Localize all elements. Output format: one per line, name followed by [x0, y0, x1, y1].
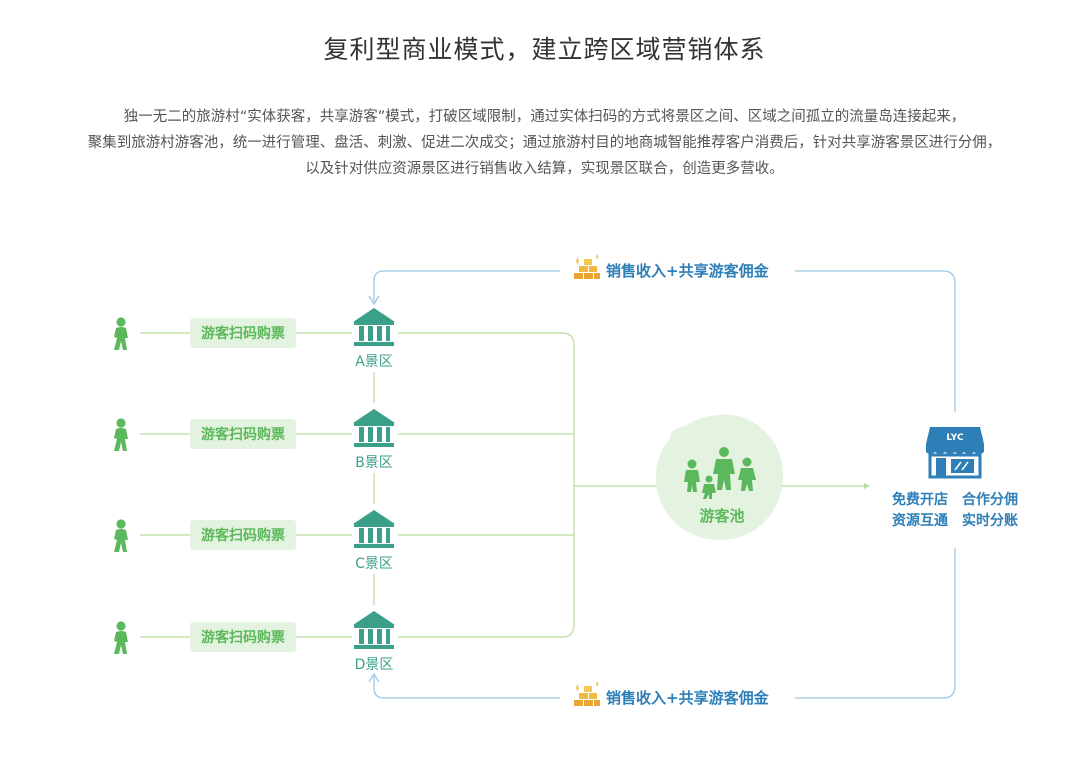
scan-ticket-badge: [190, 622, 296, 652]
person-walking-icon: [114, 418, 128, 451]
building-icon: [353, 409, 395, 447]
commission-label: 销售收入+共享游客佣金: [606, 689, 770, 707]
building-icon: [353, 308, 395, 346]
commission-arrow-bottom: [368, 672, 380, 683]
row-d: 游客扫码购票 D景区: [114, 611, 395, 673]
commission-bottom: 销售收入+共享游客佣金: [574, 681, 770, 707]
description-line: 以及针对供应资源景区进行销售收入结算，实现景区联合，创造更多营收。: [305, 161, 784, 177]
tourist-pool: 游客池: [656, 414, 784, 541]
building-icon: [353, 611, 395, 649]
page-title: 复利型商业模式，建立跨区域营销体系: [323, 35, 766, 64]
store-feature: 资源互通: [892, 512, 948, 529]
commission-flow-bottom-left: [373, 676, 560, 699]
scan-ticket-label: 游客扫码购票: [201, 426, 285, 443]
store-feature: 合作分佣: [962, 491, 1018, 508]
to-store-arrow: [864, 483, 870, 489]
scan-ticket-badge: [190, 419, 296, 449]
person-walking-icon: [114, 317, 128, 350]
row-a: 游客扫码购票 A景区: [114, 308, 395, 370]
row-b: 游客扫码购票 B景区: [114, 409, 395, 471]
scan-ticket-label: 游客扫码购票: [201, 629, 285, 646]
person-walking-icon: [114, 519, 128, 552]
store-feature: 免费开店: [892, 491, 948, 508]
scenic-label: A景区: [355, 354, 393, 370]
scenic-label: D景区: [355, 657, 394, 673]
scan-ticket-label: 游客扫码购票: [201, 527, 285, 544]
building-icon: [353, 510, 395, 548]
commission-flow-bottom-line: [795, 548, 956, 699]
store-feature: 实时分账: [962, 512, 1018, 529]
commission-arrow-top: [368, 295, 380, 306]
commission-flow-top-line: [373, 270, 560, 302]
family-icon: [684, 447, 756, 499]
scenic-label: C景区: [355, 556, 393, 572]
store-icon: LYC: [926, 427, 984, 479]
commission-flow-top-right: [795, 270, 956, 412]
gold-bars-icon: [574, 681, 600, 706]
scenic-label: B景区: [355, 455, 393, 471]
gold-bars-icon: [574, 254, 600, 279]
scan-ticket-badge: [190, 318, 296, 348]
person-walking-icon: [114, 621, 128, 654]
store-sign: LYC: [946, 433, 964, 443]
row-c: 游客扫码购票 C景区: [114, 510, 395, 572]
commission-label: 销售收入+共享游客佣金: [606, 262, 770, 280]
description-line: 独一无二的旅游村“实体获客，共享游客”模式，打破区域限制，通过实体扫码的方式将景…: [123, 109, 966, 125]
description: 独一无二的旅游村“实体获客，共享游客”模式，打破区域限制，通过实体扫码的方式将景…: [40, 104, 1049, 182]
aggregate-bracket: [398, 332, 575, 638]
description-line: 聚集到旅游村游客池，统一进行管理、盘活、刺激、促进二次成交；通过旅游村目的地商城…: [87, 135, 1002, 151]
commission-top: 销售收入+共享游客佣金: [574, 254, 770, 280]
scan-ticket-label: 游客扫码购票: [201, 325, 285, 342]
pool-label: 游客池: [699, 507, 744, 525]
scan-ticket-badge: [190, 520, 296, 550]
